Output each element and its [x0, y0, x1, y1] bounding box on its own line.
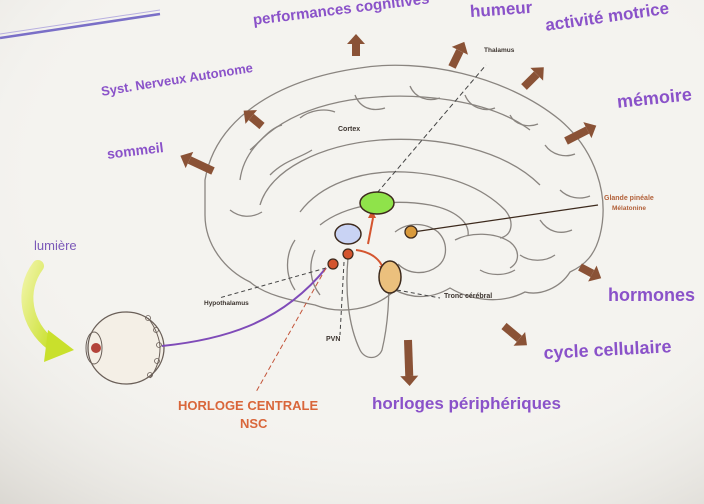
label-pvn: PVN [326, 336, 340, 343]
label-tronc: Tronc cérébral [444, 293, 492, 300]
pvn-nucleus [343, 249, 353, 259]
label-nsc: NSC [240, 416, 267, 431]
label-hormones: hormones [608, 285, 695, 306]
nsc-nucleus [328, 259, 338, 269]
label-cortex: Cortex [338, 126, 360, 133]
label-thalamus: Thalamus [484, 47, 514, 54]
pineal-gland [405, 226, 417, 238]
label-hypothalamus: Hypothalamus [204, 300, 249, 307]
thalamus-nucleus [360, 192, 394, 214]
label-horloges: horloges périphériques [372, 394, 561, 414]
label-glande: Glande pinéale [604, 195, 654, 202]
hypothalamus-nucleus [335, 224, 361, 244]
brainstem-nucleus [379, 261, 401, 293]
label-melatonine: Mélatonine [612, 205, 646, 212]
label-horloge-centrale: HORLOGE CENTRALE [178, 398, 318, 413]
label-lumiere: lumière [34, 238, 77, 253]
